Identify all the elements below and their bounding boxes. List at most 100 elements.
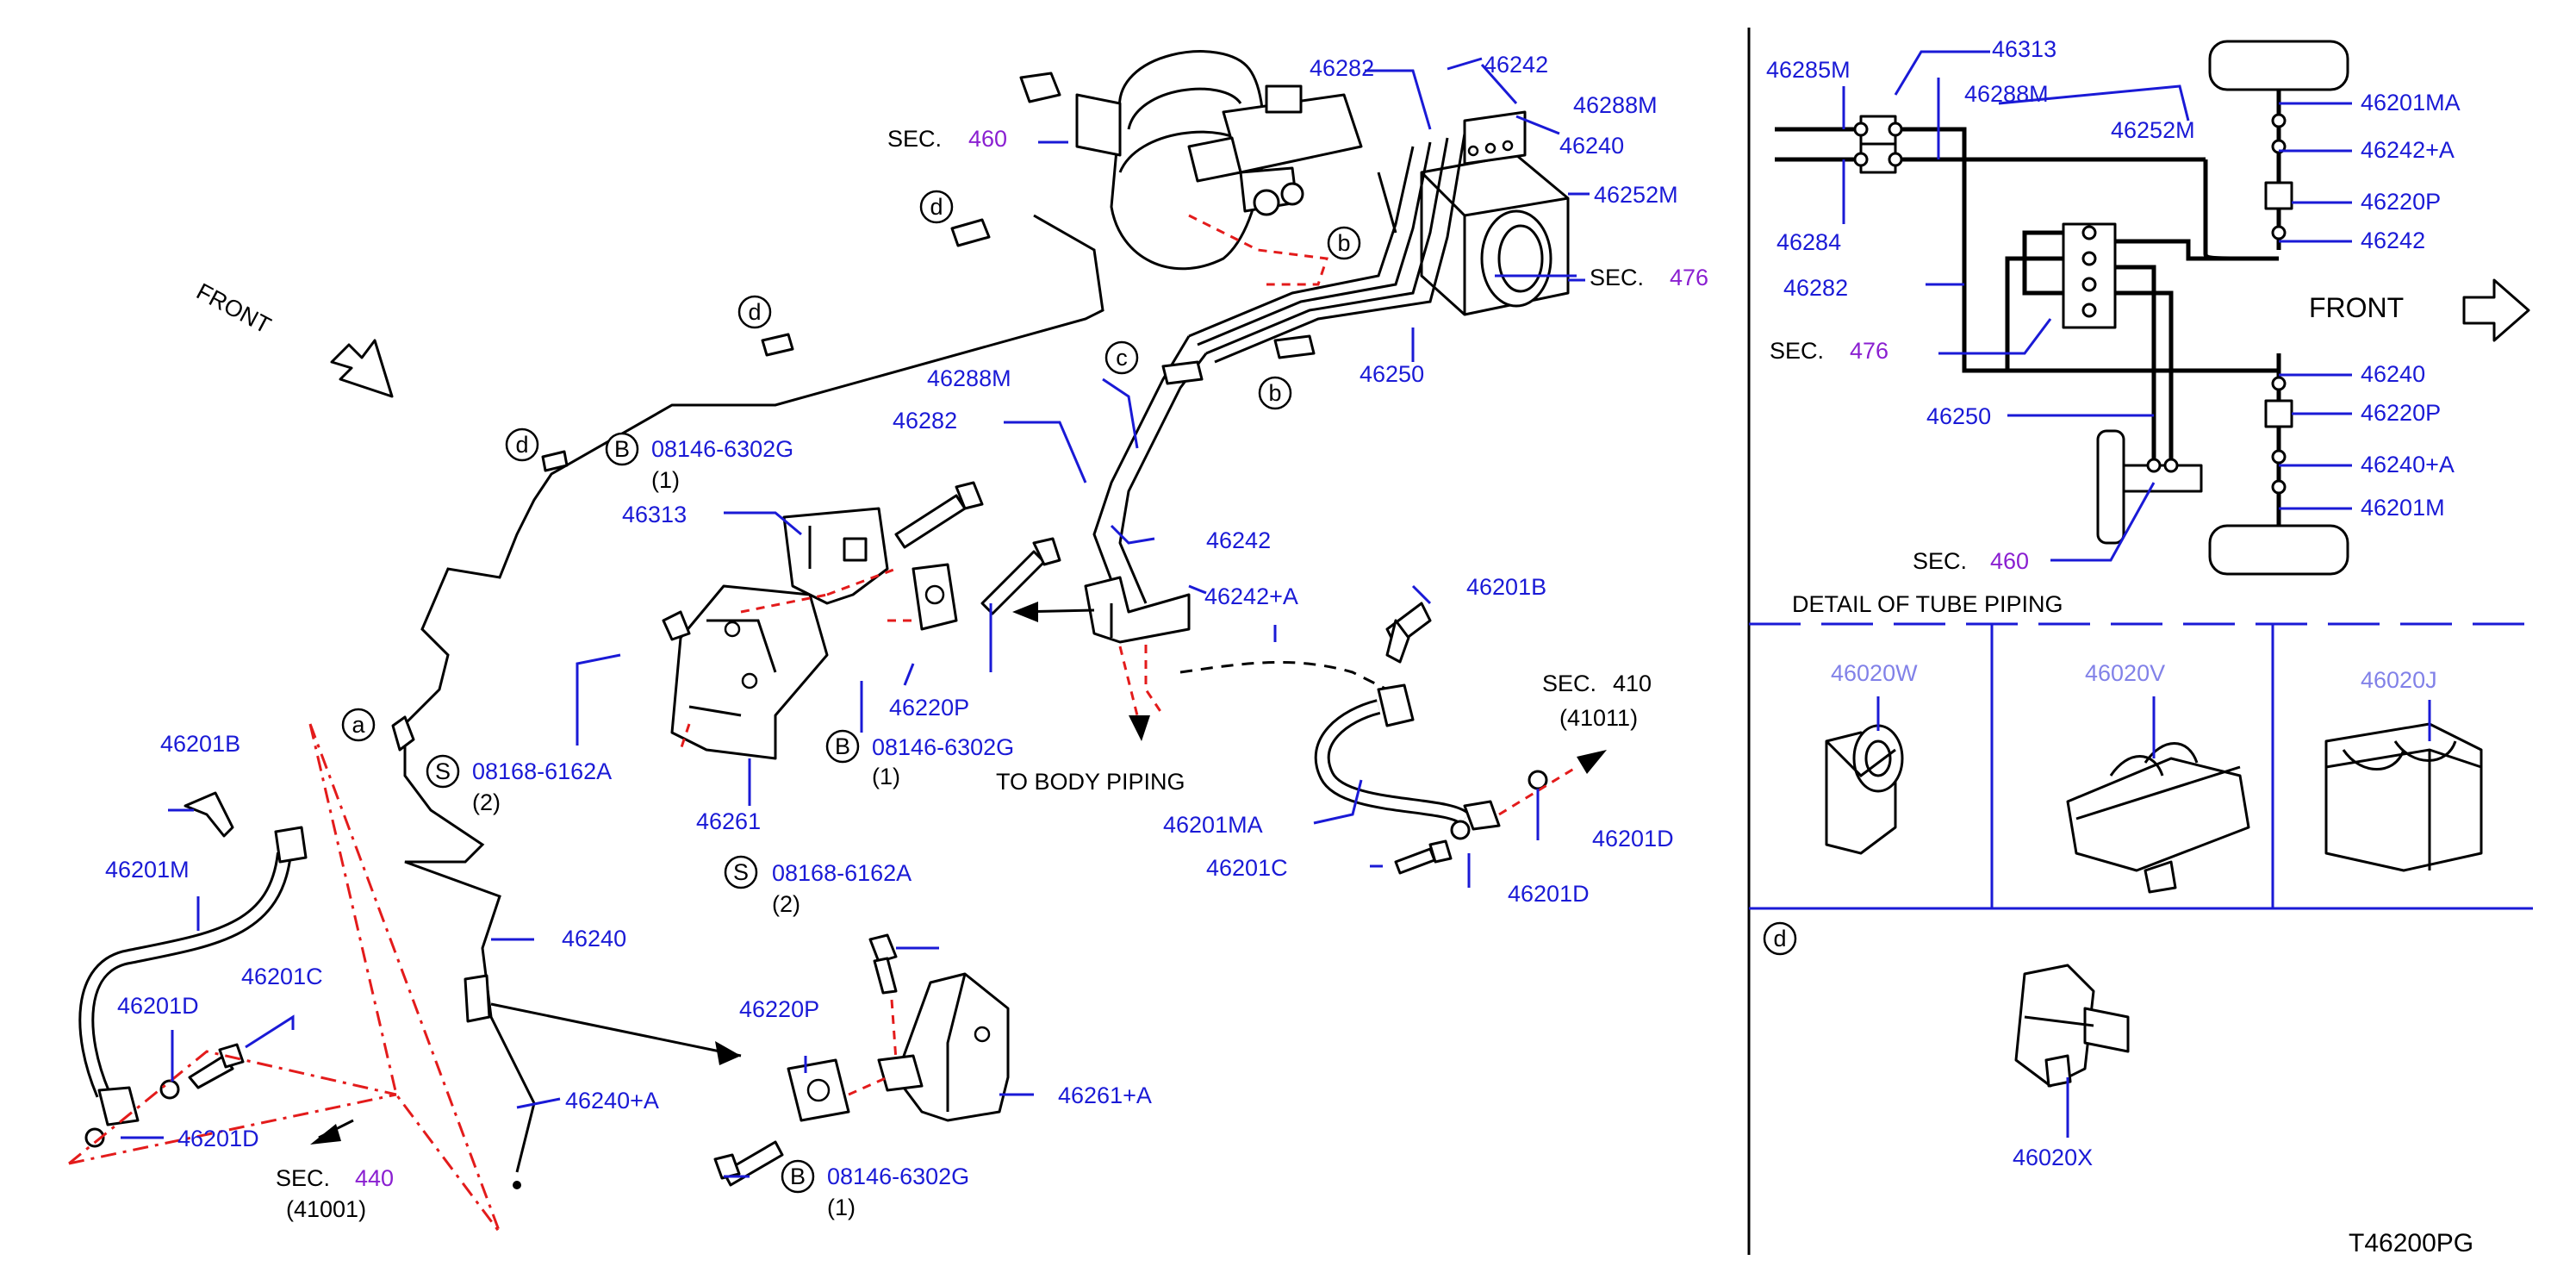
part-46240-top: 46240 bbox=[1559, 133, 1624, 159]
part-46240a-main: 46240+A bbox=[565, 1088, 659, 1114]
tube-clip-a bbox=[391, 715, 415, 752]
front-arrow-main bbox=[330, 339, 394, 398]
detail-part-46220p-upper: 46220P bbox=[2361, 189, 2441, 215]
callout-b-2: b bbox=[1268, 380, 1281, 406]
phantom-lines-left bbox=[68, 723, 501, 1233]
part-46261: 46261 bbox=[696, 808, 761, 834]
clip-46020v bbox=[2066, 742, 2250, 894]
to-body-piping: TO BODY PIPING bbox=[996, 769, 1185, 795]
brake-booster-assembly bbox=[1019, 50, 1363, 271]
sec-476-word: SEC. bbox=[1590, 265, 1644, 290]
detail-part-46285m: 46285M bbox=[1766, 57, 1851, 83]
bracket-46242 bbox=[1084, 576, 1191, 644]
qty-08146-1: (1) bbox=[651, 467, 680, 493]
bracket-46261a bbox=[877, 972, 1010, 1122]
sec-440-word: SEC. bbox=[276, 1165, 330, 1191]
part-46261a: 46261+A bbox=[1058, 1082, 1152, 1108]
clip-46020w bbox=[1825, 724, 1904, 855]
part-08146-1: 08146-6302G bbox=[651, 436, 793, 462]
bracket-46261 bbox=[670, 584, 829, 760]
clamp-46220p-lower bbox=[787, 1058, 850, 1122]
part-46201b-left: 46201B bbox=[160, 731, 240, 757]
detail-part-46020v: 46020V bbox=[2085, 660, 2165, 686]
detail-title: DETAIL OF TUBE PIPING bbox=[1792, 591, 2063, 617]
detail-sec-476-word: SEC. bbox=[1770, 338, 1824, 364]
callout-d-3: d bbox=[515, 432, 528, 458]
tube-clip-d3 bbox=[541, 450, 569, 472]
detail-sec-460-word: SEC. bbox=[1913, 548, 1967, 574]
bracket-46313 bbox=[782, 507, 889, 605]
part-46201c-right: 46201C bbox=[1206, 855, 1288, 881]
callout-d-2: d bbox=[748, 299, 761, 325]
callout-circles: d d d a b b c B B S S B d bbox=[341, 190, 1797, 1194]
hose-46201m bbox=[78, 791, 308, 1148]
bolts-lower bbox=[713, 933, 898, 1187]
detail-part-46240: 46240 bbox=[2361, 361, 2425, 387]
dashed-tube-right bbox=[1179, 660, 1388, 691]
main-brake-tube-route bbox=[391, 214, 1104, 1189]
detail-part-46020w: 46020W bbox=[1831, 660, 1918, 686]
part-46201d-right-1: 46201D bbox=[1592, 826, 1674, 852]
part-46201d-right-2: 46201D bbox=[1508, 881, 1590, 907]
labels-main: FRONT SEC. 460 46282 46242 46288M 46240 … bbox=[105, 52, 1708, 1222]
clip-46201b-left bbox=[184, 791, 234, 838]
part-46242-center: 46242 bbox=[1206, 527, 1271, 553]
part-08146-2: 08146-6302G bbox=[872, 734, 1014, 760]
part-46282-top: 46282 bbox=[1310, 55, 1374, 81]
bolts-center bbox=[662, 481, 1061, 641]
part-46282-center: 46282 bbox=[893, 408, 957, 434]
qty-08146-2: (1) bbox=[872, 764, 900, 789]
abs-actuator bbox=[1420, 110, 1570, 316]
clip-46020j bbox=[2324, 722, 2483, 872]
callout-B-1: B bbox=[614, 436, 630, 462]
part-46288m-top: 46288M bbox=[1573, 92, 1658, 118]
sec-440-number: 440 bbox=[355, 1165, 394, 1191]
detail-part-46201m: 46201M bbox=[2361, 495, 2445, 521]
panel-dividers bbox=[1747, 28, 2533, 1255]
callout-d-detail: d bbox=[1773, 926, 1786, 951]
part-46201ma: 46201MA bbox=[1163, 812, 1263, 838]
qty-08168-1: (2) bbox=[472, 789, 501, 815]
detail-sec-460-number: 460 bbox=[1990, 548, 2029, 574]
part-46220p-center: 46220P bbox=[889, 695, 969, 721]
sec-476-number: 476 bbox=[1670, 265, 1708, 290]
part-46220p-lower: 46220P bbox=[739, 996, 819, 1022]
part-46250: 46250 bbox=[1360, 361, 1424, 387]
part-08168-1: 08168-6162A bbox=[472, 758, 612, 784]
sec-460-number: 460 bbox=[968, 126, 1007, 152]
sec-410-number: 410 bbox=[1613, 671, 1652, 696]
tube-clip-d2 bbox=[761, 333, 794, 357]
detail-part-46242a: 46242+A bbox=[2361, 137, 2455, 163]
arrow-to-46220p bbox=[490, 1002, 742, 1065]
labels-detail: 46285M 46313 46288M 46252M 46284 46282 S… bbox=[1766, 36, 2473, 1257]
callout-B-3: B bbox=[790, 1164, 806, 1189]
part-08168-2: 08168-6162A bbox=[772, 860, 912, 886]
callout-a: a bbox=[352, 712, 365, 738]
callout-d-1: d bbox=[930, 194, 943, 220]
tube-clip-46240 bbox=[464, 974, 491, 1023]
detail-part-46020j: 46020J bbox=[2361, 667, 2437, 693]
part-46201c-left: 46201C bbox=[241, 964, 323, 989]
callout-S-1: S bbox=[435, 758, 451, 784]
diagram-code: T46200PG bbox=[2349, 1229, 2473, 1257]
tube-clip-d1 bbox=[950, 218, 991, 247]
part-46201d-left-1: 46201D bbox=[117, 993, 199, 1019]
callout-S-2: S bbox=[733, 859, 749, 885]
detail-part-46220p-lower: 46220P bbox=[2361, 400, 2441, 426]
detail-part-46313: 46313 bbox=[1992, 36, 2056, 62]
part-08146-3: 08146-6302G bbox=[827, 1164, 969, 1189]
part-46313: 46313 bbox=[622, 502, 687, 527]
part-46240-main: 46240 bbox=[562, 926, 626, 951]
hose-46201ma bbox=[1314, 602, 1607, 875]
detail-part-46020x: 46020X bbox=[2013, 1145, 2093, 1170]
detail-part-46201ma: 46201MA bbox=[2361, 90, 2461, 115]
part-46201b-right: 46201B bbox=[1466, 574, 1546, 600]
sec-460-word: SEC. bbox=[887, 126, 942, 152]
part-46201m-left: 46201M bbox=[105, 857, 190, 883]
leader-lines-main bbox=[121, 57, 1590, 1178]
part-46242a: 46242+A bbox=[1204, 583, 1298, 609]
callout-B-2: B bbox=[835, 733, 850, 759]
qty-08168-2: (2) bbox=[772, 891, 800, 917]
sec-41011: (41011) bbox=[1559, 705, 1638, 731]
